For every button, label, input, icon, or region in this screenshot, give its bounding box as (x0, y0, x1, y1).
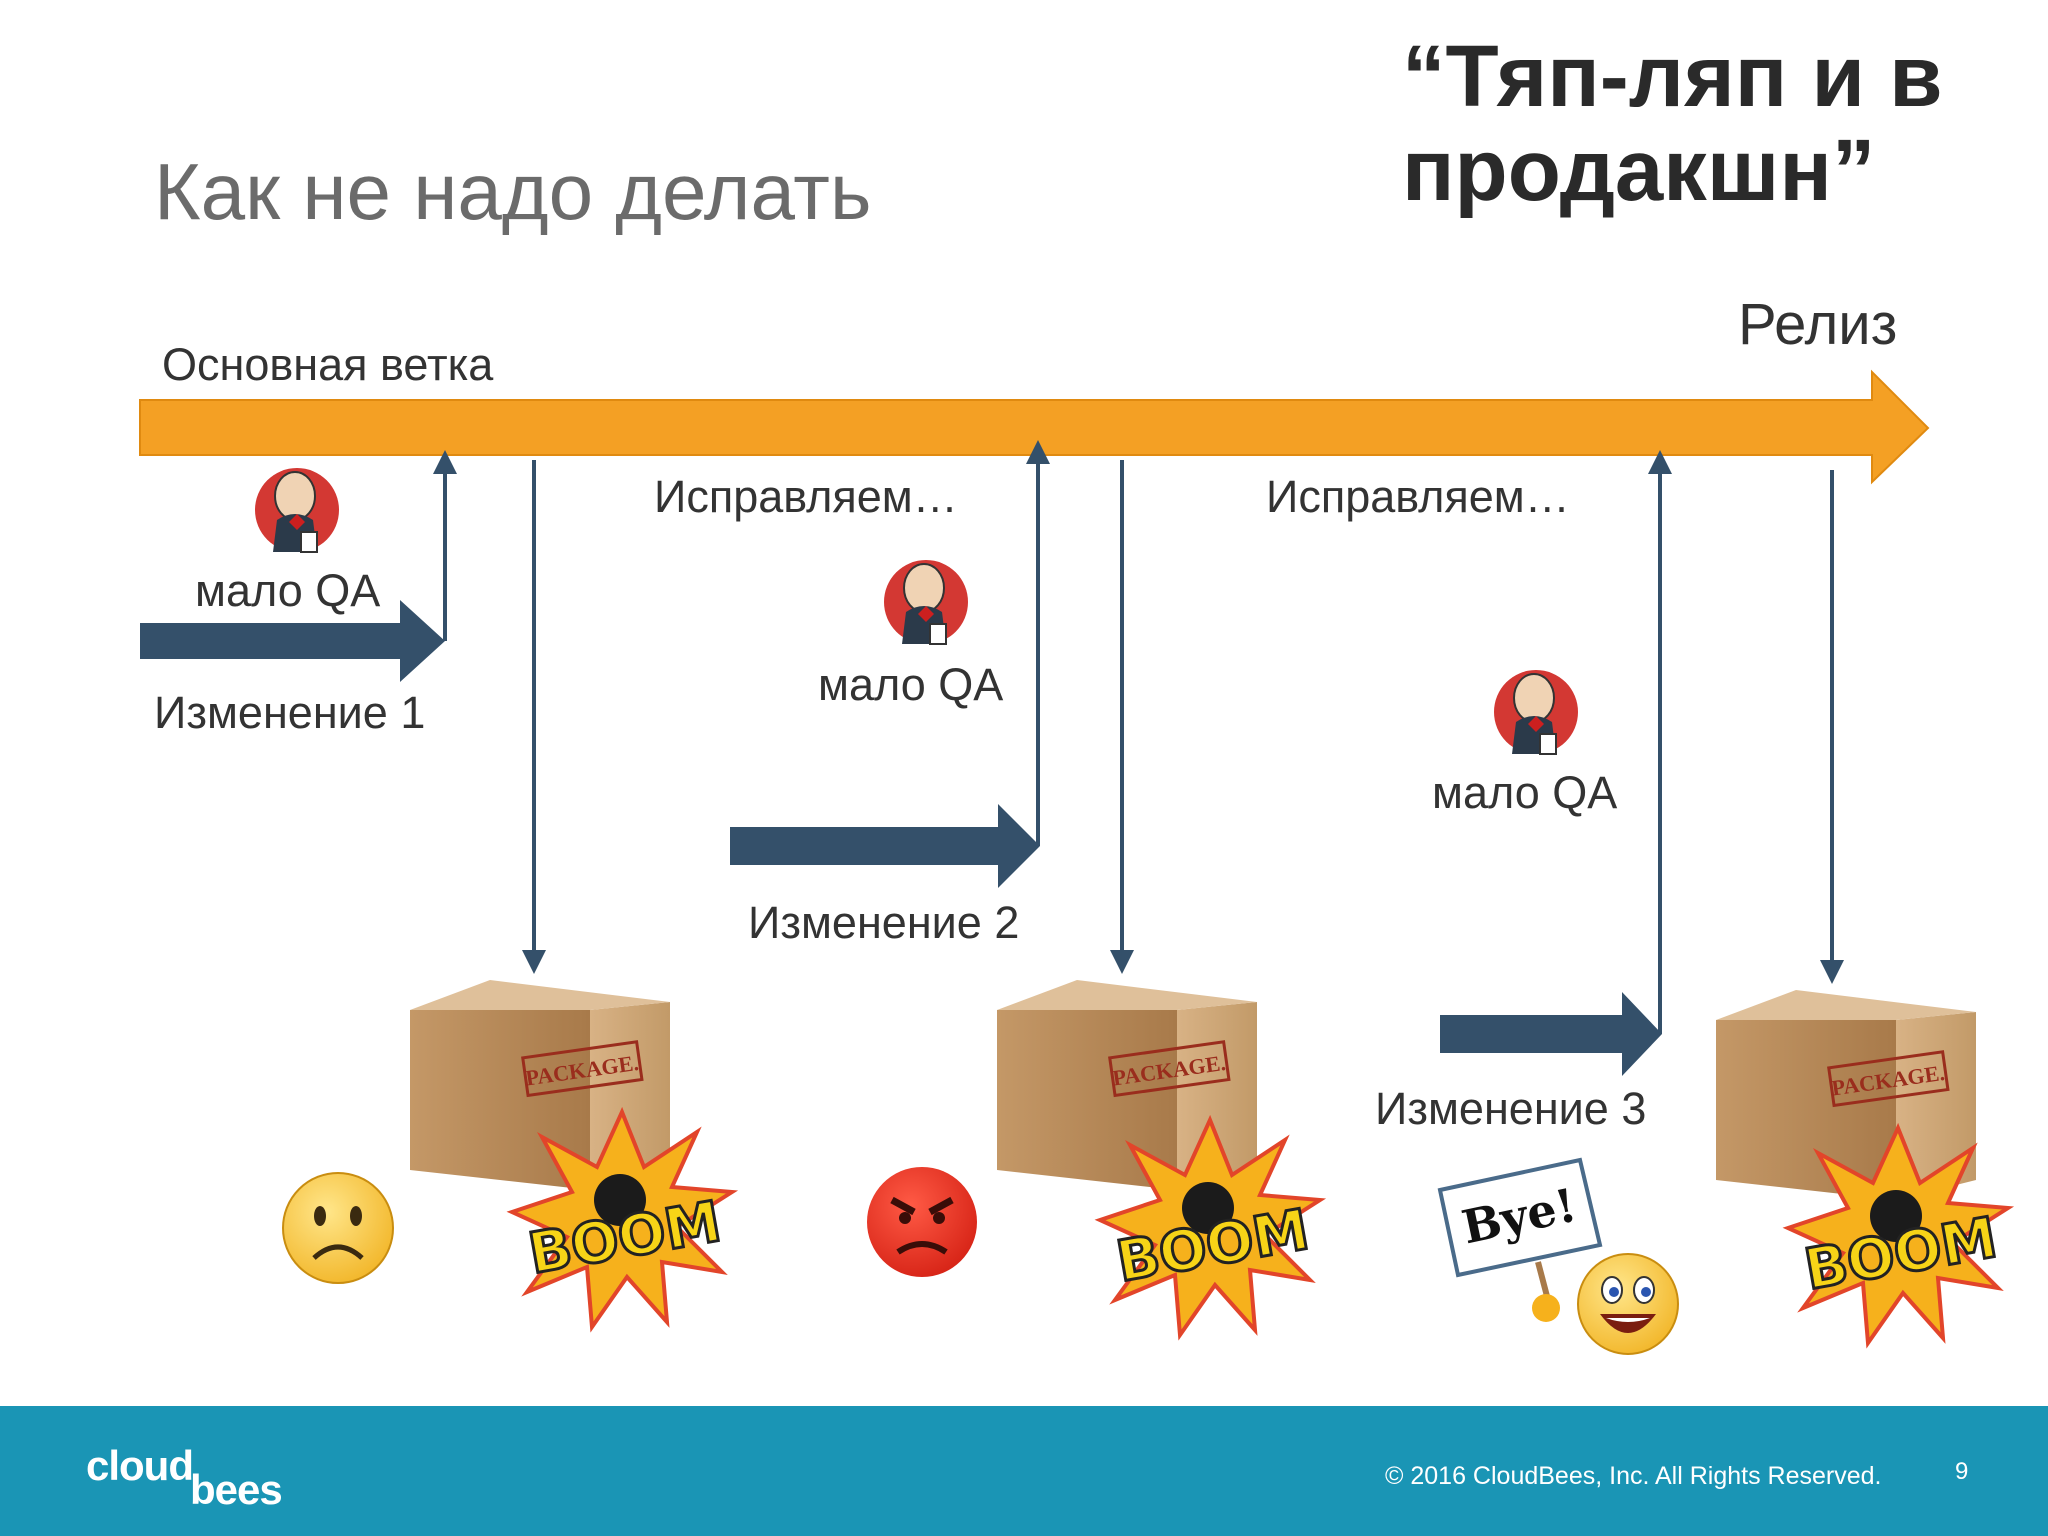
package-box-icon: PACKAGE. (1716, 990, 1976, 1200)
footer-bar (0, 1406, 2048, 1536)
cloudbees-logo-bees: bees (190, 1466, 283, 1513)
boom-explosion-icon: BOOM (1782, 1122, 2015, 1349)
fixing-label: Исправляем… (654, 471, 958, 522)
page-number: 9 (1955, 1458, 1969, 1485)
change-label: Изменение 3 (1375, 1083, 1647, 1134)
cloudbees-logo: cloud (86, 1442, 194, 1489)
bye-sign-icon: Bye! (1437, 1157, 1603, 1322)
jenkins-icon (1494, 670, 1578, 755)
main-branch-arrow (139, 369, 1930, 485)
change-1-arrow (140, 600, 445, 682)
qa-label: мало QA (818, 659, 1004, 710)
change-3-arrow (1440, 992, 1662, 1076)
qa-label: мало QA (195, 565, 381, 616)
slide-subtitle: “Тяп-ляп и в продакшн” (1402, 28, 1943, 219)
change-label: Изменение 2 (748, 897, 1020, 948)
boom-explosion-icon: BOOM (506, 1106, 739, 1333)
happy-face-icon (1577, 1253, 1679, 1355)
sad-face-icon (282, 1172, 394, 1284)
slide-title: Как не надо делать (154, 147, 872, 236)
qa-label: мало QA (1432, 767, 1618, 818)
boom-explosion-icon: BOOM (1094, 1114, 1327, 1341)
release-label: Релиз (1738, 292, 1898, 357)
fixing-label: Исправляем… (1266, 471, 1570, 522)
jenkins-icon (255, 468, 339, 553)
angry-face-icon (867, 1167, 977, 1277)
copyright-text: © 2016 CloudBees, Inc. All Rights Reserv… (1385, 1462, 1882, 1490)
jenkins-icon (884, 560, 968, 645)
main-branch-label: Основная ветка (162, 339, 494, 390)
change-label: Изменение 1 (154, 687, 426, 738)
change-2-arrow (730, 804, 1040, 888)
